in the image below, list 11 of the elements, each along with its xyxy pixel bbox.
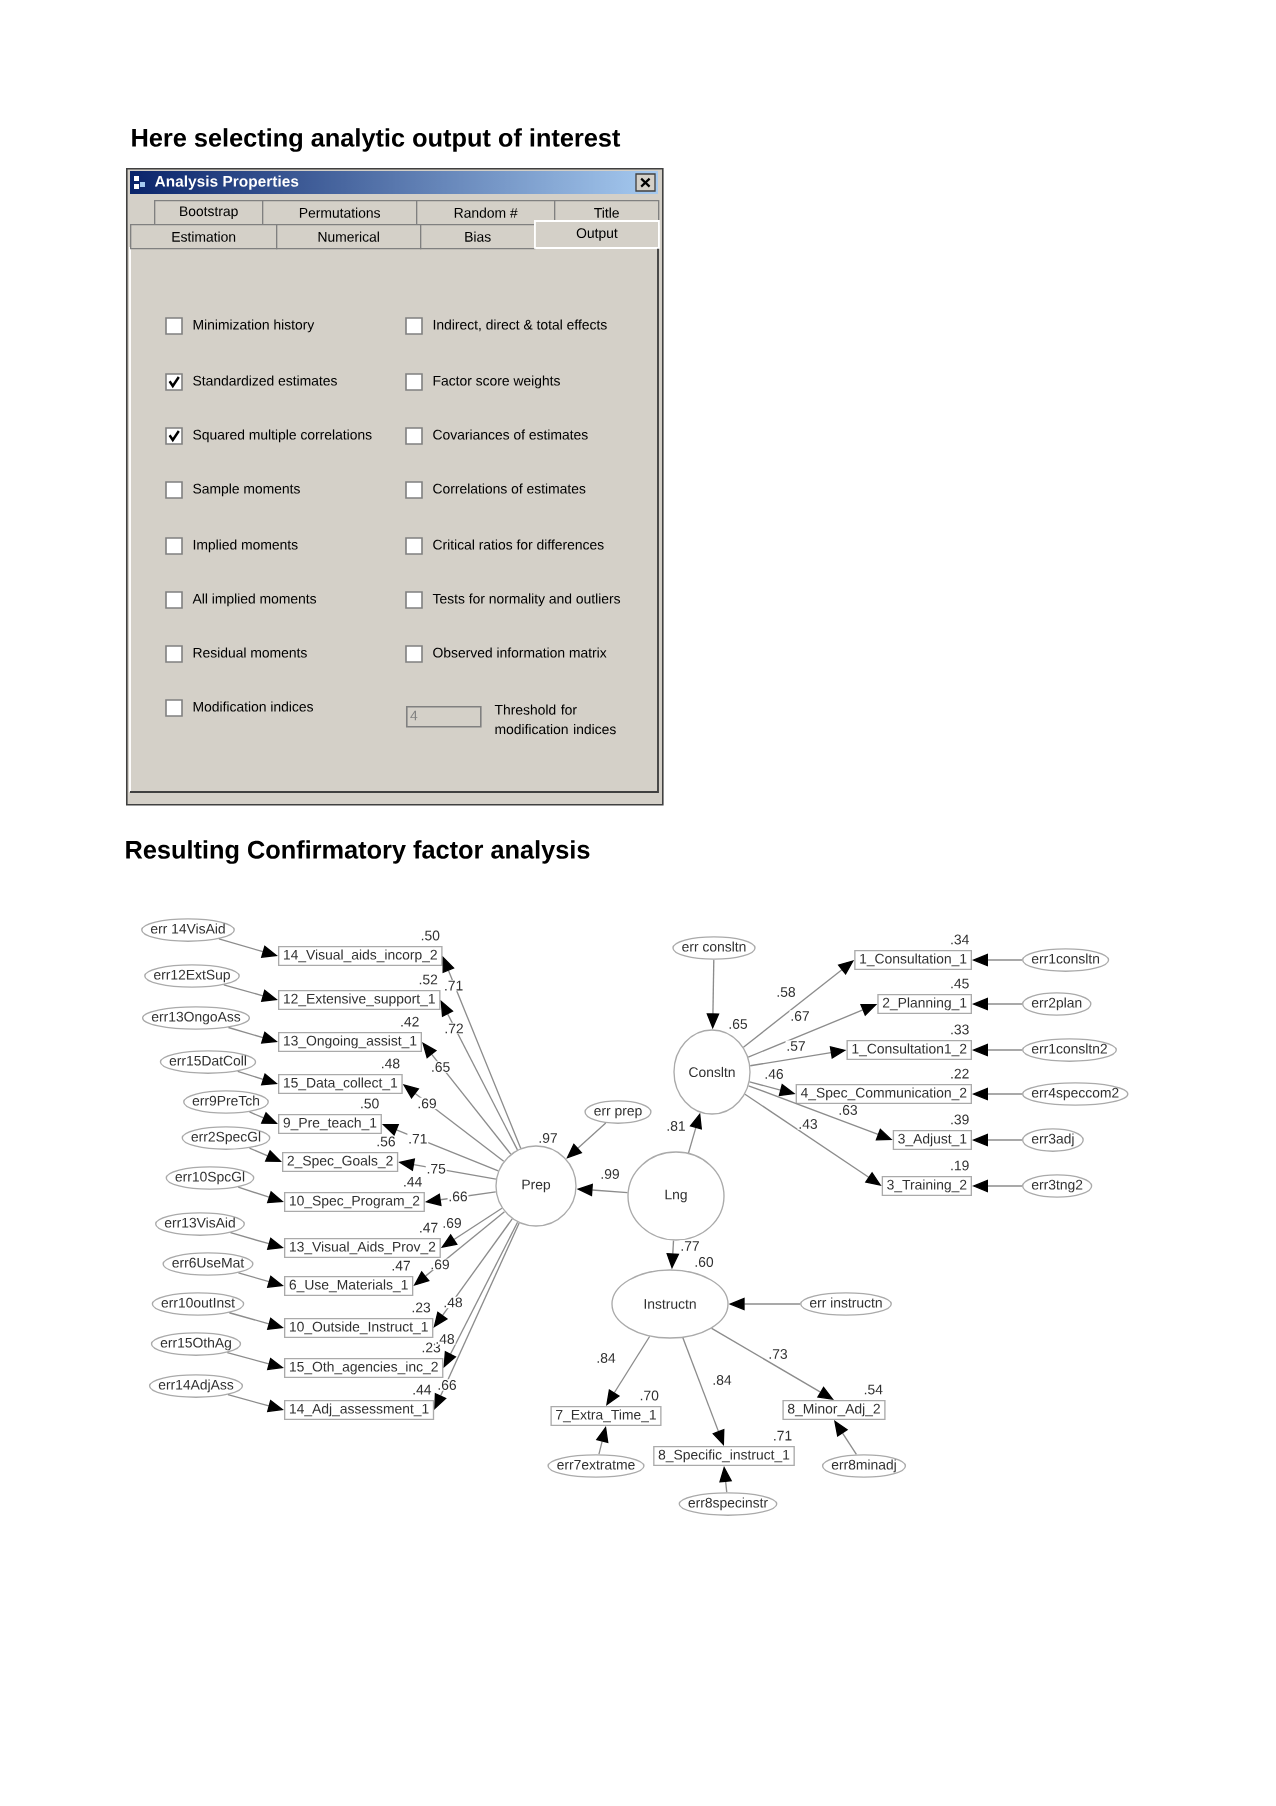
arrow <box>443 1221 519 1368</box>
arrow <box>434 1222 520 1410</box>
arrow <box>440 1000 519 1151</box>
arrow <box>834 1420 858 1455</box>
heading: Here selecting analytic output of interest <box>132 128 621 152</box>
arrow <box>606 1335 651 1406</box>
arrow <box>711 1327 834 1400</box>
arrow <box>566 1122 607 1159</box>
arrow <box>433 1218 513 1328</box>
heading: Resulting Confirmatory factor analysis <box>126 840 590 864</box>
arrow <box>422 1042 512 1155</box>
